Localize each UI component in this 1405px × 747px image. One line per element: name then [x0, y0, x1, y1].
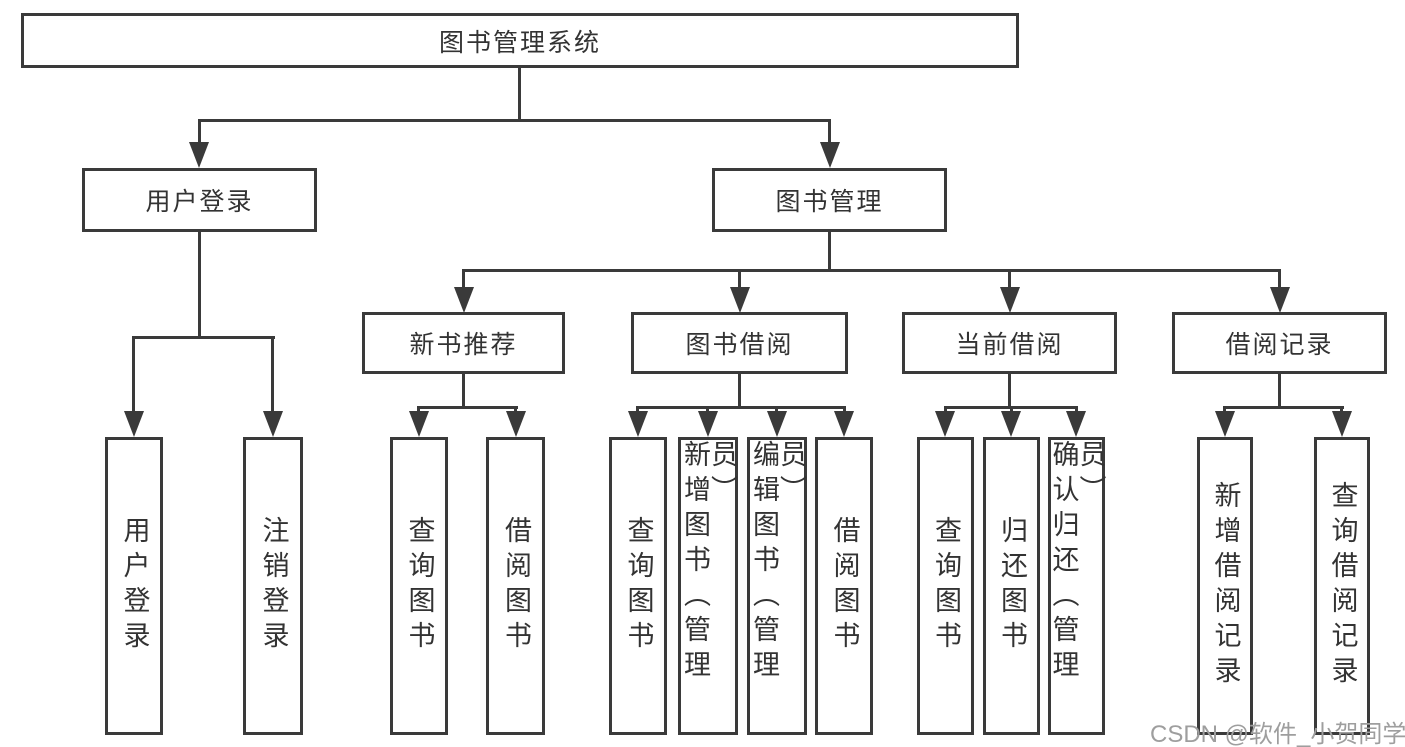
connector-line	[198, 119, 831, 122]
node-label: 借阅图书	[829, 516, 860, 656]
node-label: 新书推荐	[409, 331, 518, 359]
node-label: 图书管理	[775, 188, 884, 216]
arrow-down-icon	[767, 411, 787, 437]
arrow-down-icon	[1215, 411, 1235, 437]
leaf-add-books-admin: 新增图书（管理员）	[678, 437, 738, 735]
connector-line	[738, 374, 741, 408]
arrow-down-icon	[628, 411, 648, 437]
connector-line	[518, 68, 521, 122]
node-label: 查询借阅记录	[1327, 481, 1358, 691]
connector-line	[738, 269, 741, 289]
leaf-return-books: 归还图书	[983, 437, 1040, 735]
node-label: 查询图书	[623, 516, 654, 656]
connector-line	[132, 336, 135, 413]
node-label: 注销登录	[258, 516, 289, 656]
connector-line	[1008, 269, 1011, 289]
arrow-down-icon	[834, 411, 854, 437]
leaf-edit-books-admin: 编辑图书（管理员）	[747, 437, 807, 735]
node-label: 查询图书	[931, 516, 961, 656]
leaf-query-books-2: 查询图书	[609, 437, 667, 735]
arrow-down-icon	[1332, 411, 1352, 437]
connector-line	[462, 374, 465, 408]
connector-line	[271, 336, 274, 413]
connector-line	[133, 336, 275, 339]
node-current-borrowing: 当前借阅	[902, 312, 1117, 374]
arrow-down-icon	[409, 411, 429, 437]
node-label: 查询图书	[404, 516, 435, 656]
connector-line	[1278, 374, 1281, 408]
node-label: 图书借阅	[685, 331, 794, 359]
arrow-down-icon	[935, 411, 955, 437]
leaf-add-borrow-record: 新增借阅记录	[1197, 437, 1253, 735]
node-label: 编辑图书（管理员）	[749, 440, 806, 685]
connector-line	[706, 406, 709, 414]
connector-line	[514, 406, 517, 414]
node-book-borrowing: 图书借阅	[631, 312, 848, 374]
leaf-confirm-return-admin: 确认归还（管理员）	[1048, 437, 1106, 735]
leaf-logout: 注销登录	[243, 437, 303, 735]
connector-line	[417, 406, 420, 414]
connector-line	[417, 406, 518, 409]
node-label: 借阅图书	[501, 516, 531, 656]
arrow-down-icon	[506, 411, 526, 437]
leaf-query-books-3: 查询图书	[917, 437, 974, 735]
connector-line	[1008, 374, 1011, 408]
watermark-text: CSDN @软件_小贺同学	[1150, 721, 1405, 747]
connector-line	[843, 406, 846, 414]
arrow-down-icon	[1000, 287, 1020, 313]
node-label: 当前借阅	[955, 331, 1064, 359]
connector-line	[462, 269, 1280, 272]
connector-line	[944, 406, 947, 414]
node-label: 用户登录	[119, 516, 150, 656]
leaf-borrow-books: 借阅图书	[486, 437, 545, 735]
connector-line	[1075, 406, 1078, 414]
connector-line	[198, 232, 201, 339]
connector-line	[636, 406, 639, 414]
arrow-down-icon	[1066, 411, 1086, 437]
connector-line	[828, 119, 831, 145]
arrow-down-icon	[820, 142, 840, 168]
node-library-management-system: 图书管理系统	[21, 13, 1019, 68]
connector-line	[198, 119, 201, 145]
node-new-book-recommendation: 新书推荐	[362, 312, 565, 374]
leaf-borrow-books-2: 借阅图书	[815, 437, 873, 735]
leaf-user-login: 用户登录	[105, 437, 163, 735]
node-label: 用户登录	[145, 188, 254, 216]
leaf-query-borrow-record: 查询借阅记录	[1314, 437, 1370, 735]
connector-line	[1223, 406, 1226, 414]
connector-line	[1340, 406, 1343, 414]
arrow-down-icon	[189, 142, 209, 168]
leaf-query-books: 查询图书	[390, 437, 448, 735]
node-label: 新增借阅记录	[1210, 481, 1241, 691]
connector-line	[828, 232, 831, 271]
node-borrowing-records: 借阅记录	[1172, 312, 1387, 374]
arrow-down-icon	[263, 411, 283, 437]
arrow-down-icon	[730, 287, 750, 313]
node-label: 归还图书	[997, 516, 1027, 656]
node-label: 新增图书（管理员）	[680, 440, 737, 685]
node-label: 确认归还（管理员）	[1048, 440, 1106, 685]
arrow-down-icon	[1270, 287, 1290, 313]
connector-line	[775, 406, 778, 414]
node-label: 图书管理系统	[438, 28, 601, 57]
arrow-down-icon	[1001, 411, 1021, 437]
connector-line	[636, 406, 846, 409]
connector-line	[462, 269, 465, 289]
node-user-login: 用户登录	[82, 168, 317, 232]
node-label: 借阅记录	[1225, 331, 1334, 359]
connector-line	[1278, 269, 1281, 289]
connector-line	[1010, 406, 1013, 414]
connector-line	[1223, 406, 1344, 409]
node-book-management: 图书管理	[712, 168, 947, 232]
arrow-down-icon	[124, 411, 144, 437]
arrow-down-icon	[454, 287, 474, 313]
arrow-down-icon	[698, 411, 718, 437]
